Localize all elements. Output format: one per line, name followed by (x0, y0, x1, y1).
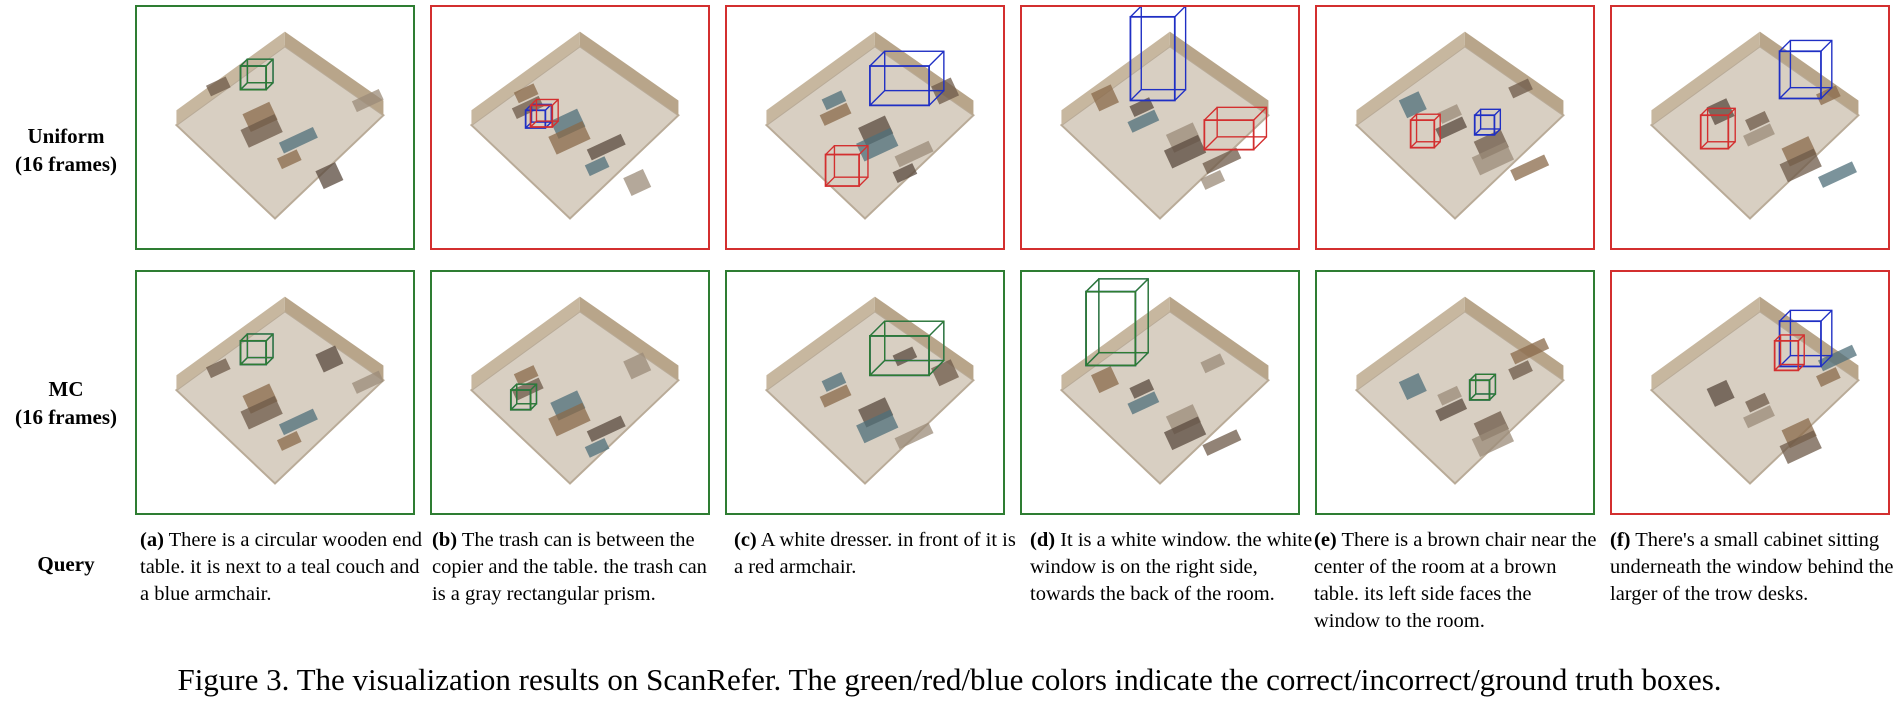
row-label-mc: MC (16 frames) (0, 375, 132, 431)
scene-render (764, 31, 975, 220)
row-label-line1: MC (48, 377, 84, 401)
scene-render (1059, 7, 1270, 220)
predicted-box (509, 383, 538, 411)
query-text: There's a small cabinet sitting undernea… (1610, 529, 1894, 605)
scene-render (1649, 31, 1860, 220)
query-tag: (f) (1610, 529, 1631, 551)
scene-render (469, 31, 680, 220)
ground-truth-box (524, 103, 552, 129)
query-tag: (d) (1030, 529, 1056, 551)
panel-uniform-c (725, 5, 1005, 250)
scene-render (1354, 296, 1565, 485)
query-text: It is a white window. the white window i… (1030, 529, 1313, 605)
query-c: (c) A white dresser. in front of it is a… (734, 527, 1019, 581)
panel-mc-d (1020, 270, 1300, 515)
ground-truth-box (1778, 39, 1833, 100)
predicted-box (239, 333, 274, 366)
row-label-line1: Uniform (27, 124, 105, 148)
panel-uniform-e (1315, 5, 1595, 250)
query-text: There is a brown chair near the center o… (1314, 529, 1597, 632)
panel-uniform-a (135, 5, 415, 250)
predicted-box (239, 58, 274, 91)
predicted-box (1773, 334, 1805, 372)
query-e: (e) There is a brown chair near the cent… (1314, 527, 1599, 635)
scene-render (174, 31, 385, 220)
query-tag: (b) (432, 529, 458, 551)
panel-uniform-f (1610, 5, 1890, 250)
query-text: A white dresser. in front of it is a red… (734, 529, 1016, 578)
row-label-uniform: Uniform (16 frames) (0, 122, 132, 178)
figure-caption: Figure 3. The visualization results on S… (177, 662, 1722, 697)
row-label-line2: (16 frames) (14, 405, 118, 429)
panel-mc-f (1610, 270, 1890, 515)
query-a: (a) There is a circular wooden end table… (140, 527, 425, 608)
query-tag: (e) (1314, 529, 1337, 551)
panel-mc-b (430, 270, 710, 515)
row-label-query: Query (37, 552, 95, 576)
scene-render (1059, 278, 1270, 485)
panel-mc-a (135, 270, 415, 515)
query-tag: (c) (734, 529, 757, 551)
scene-render (764, 296, 975, 485)
scene-render (1354, 31, 1565, 220)
query-text: There is a circular wooden end table. it… (140, 529, 422, 605)
ground-truth-box (1473, 108, 1502, 136)
predicted-box (529, 98, 559, 128)
query-b: (b) The trash can is between the copier … (432, 527, 717, 608)
scene-render (1649, 296, 1860, 485)
predicted-box (869, 320, 945, 377)
panel-uniform-d (1020, 5, 1300, 250)
query-text: The trash can is between the copier and … (432, 529, 707, 605)
predicted-box (1085, 278, 1149, 367)
predicted-box (1468, 373, 1497, 401)
predicted-box (824, 145, 869, 187)
query-tag: (a) (140, 529, 164, 551)
scene-render (469, 296, 680, 485)
ground-truth-box (1129, 7, 1187, 102)
scene-render (174, 296, 385, 485)
ground-truth-box (869, 50, 945, 107)
panel-mc-c (725, 270, 1005, 515)
panel-uniform-b (430, 5, 710, 250)
query-d: (d) It is a white window. the white wind… (1030, 527, 1315, 608)
row-label-line2: (16 frames) (14, 152, 118, 176)
query-f: (f) There's a small cabinet sitting unde… (1610, 527, 1895, 608)
predicted-box (1699, 107, 1736, 150)
predicted-box (1409, 113, 1441, 149)
predicted-box (1203, 106, 1268, 151)
panel-mc-e (1315, 270, 1595, 515)
